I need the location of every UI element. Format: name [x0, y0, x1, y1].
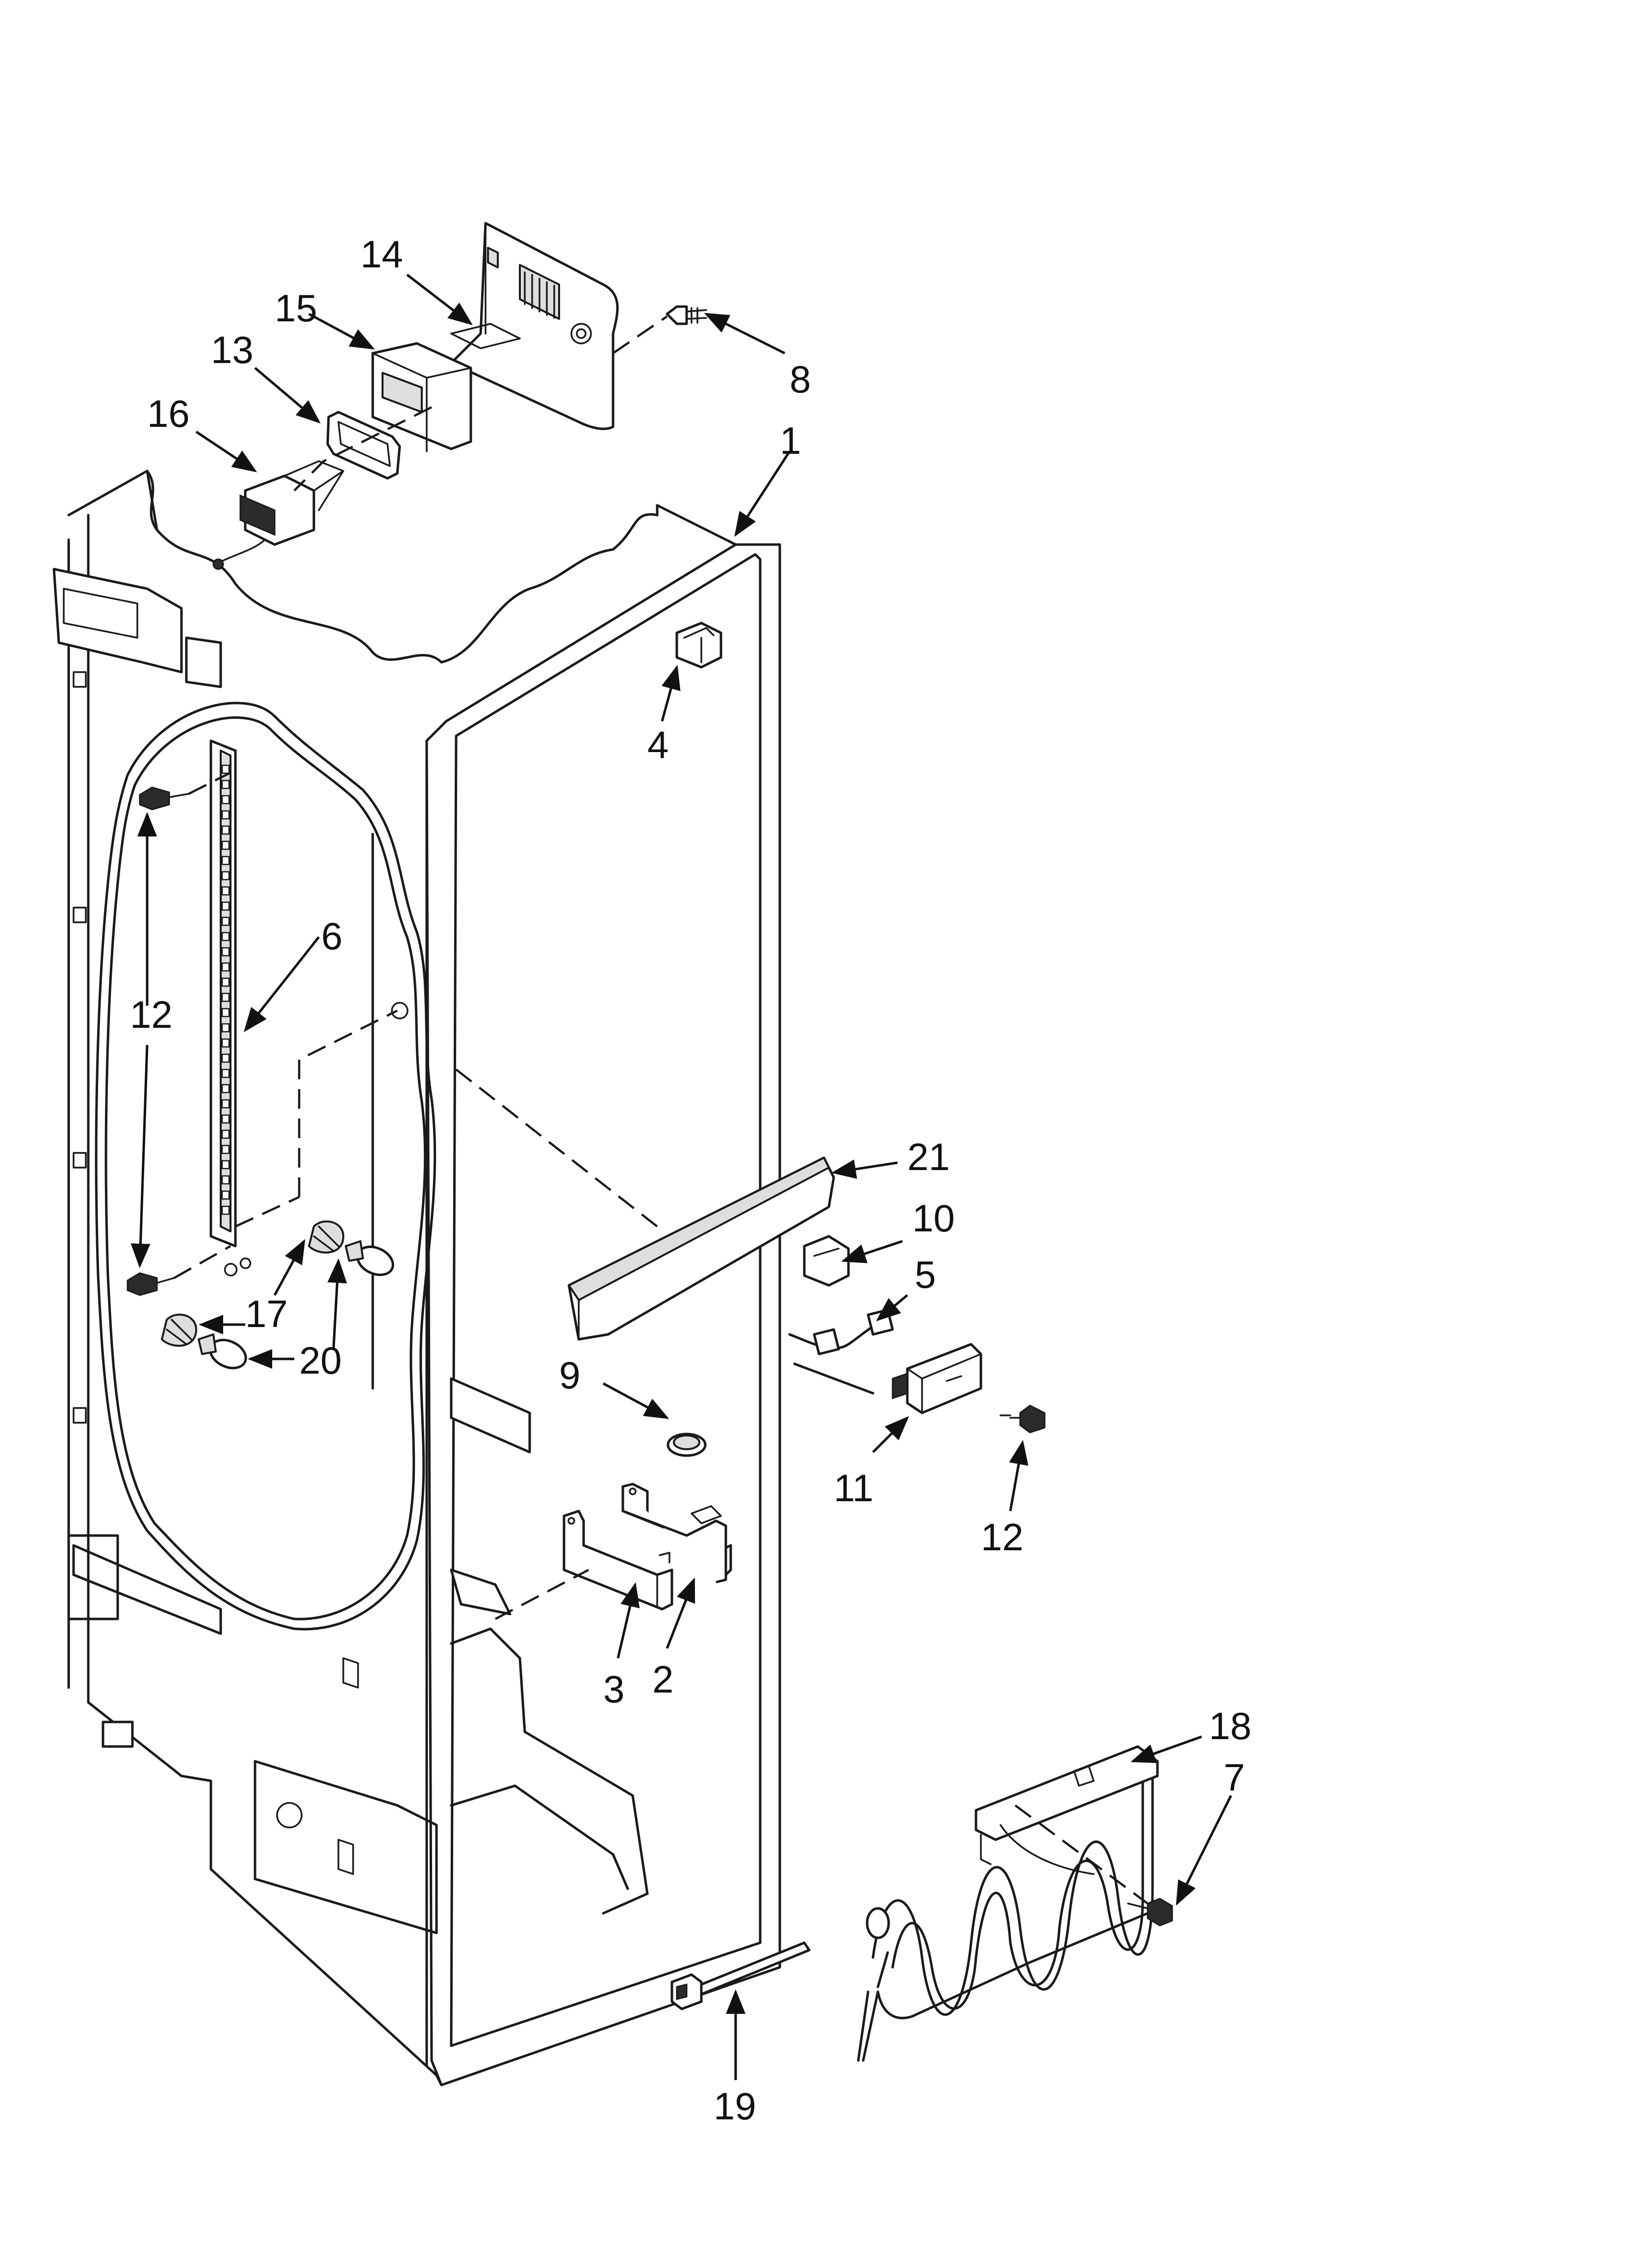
light-bulb-upper [345, 1240, 394, 1277]
callout-19: 19 [714, 2085, 756, 2128]
cutaway-view [95, 702, 436, 1631]
rail-slot [221, 795, 230, 805]
rail-slot [221, 1069, 230, 1078]
callout-5: 5 [915, 1253, 936, 1296]
clip [675, 622, 722, 669]
wire-harness [788, 1308, 894, 1395]
callout-4: 4 [647, 723, 668, 766]
ramp-housing [371, 342, 472, 452]
cable-tie [670, 1941, 811, 2010]
rail-slot [221, 932, 230, 941]
temperature-sensor-housing [892, 1343, 982, 1414]
callout-16: 16 [147, 392, 190, 435]
rail-slot [221, 1008, 230, 1017]
callout-11: 11 [834, 1466, 873, 1510]
callout-8: 8 [790, 358, 811, 401]
rail-slot [221, 856, 230, 865]
light-socket-lower [161, 1313, 197, 1347]
callout-7: 7 [1224, 1756, 1245, 1799]
callout-2: 2 [652, 1658, 673, 1701]
sensor-screw [1000, 1405, 1046, 1434]
callout-12a: 12 [130, 993, 173, 1036]
rail-slot [221, 992, 230, 1002]
bracket-left [563, 1510, 673, 1611]
light-bulb-lower [198, 1333, 247, 1370]
rail-slot [221, 1114, 230, 1124]
rail-slot [221, 1160, 230, 1170]
rail-slot [221, 916, 230, 926]
rail-slot [221, 1145, 230, 1154]
callout-21: 21 [907, 1135, 950, 1178]
sensor-tab [450, 323, 521, 349]
coil-screw [1127, 1898, 1173, 1927]
shelf-ladder-rail [209, 739, 237, 1248]
rail-slot [221, 871, 230, 881]
rail-slot [221, 825, 230, 835]
heater-coil [857, 1745, 1159, 2062]
housing-screw [666, 305, 707, 325]
rail-slot [221, 1129, 230, 1139]
rail-slot [221, 1205, 230, 1215]
rail-slot [221, 1023, 230, 1033]
callout-20: 20 [299, 1339, 342, 1382]
rail-slot [221, 1175, 230, 1185]
callout-9: 9 [559, 1354, 580, 1397]
rail-slot [221, 977, 230, 987]
light-socket-upper [308, 1220, 344, 1253]
rail-slot [221, 840, 230, 850]
rail-slot [221, 1038, 230, 1048]
plug [667, 1433, 707, 1457]
rail-slot [221, 1084, 230, 1094]
control-housing-cover [450, 222, 619, 430]
rail-slot [221, 780, 230, 789]
thermostat-control [212, 460, 344, 570]
divider-trim [567, 1156, 835, 1341]
callout-12b: 12 [981, 1515, 1024, 1559]
callout-10: 10 [912, 1197, 955, 1240]
rail-slot [221, 962, 230, 972]
callout-3: 3 [603, 1668, 624, 1711]
callout-labels: 1 2 3 4 5 6 7 8 9 10 11 12 12 13 14 15 1… [130, 233, 1252, 2128]
bracket-right [621, 1483, 732, 1584]
rail-slot [221, 947, 230, 957]
mounting-bracket-small [803, 1235, 850, 1287]
callout-15: 15 [275, 287, 317, 330]
callout-14: 14 [360, 233, 403, 276]
rail-slot [221, 810, 230, 820]
rail-slot [221, 764, 230, 774]
rail-slot [221, 1099, 230, 1109]
callout-18: 18 [1209, 1704, 1252, 1747]
leader-lines [130, 274, 1232, 2080]
rail-slot [221, 1190, 230, 1200]
rail-slot [221, 1053, 230, 1063]
rail-slot [221, 901, 230, 911]
refrigerator-liner-cabinet [52, 469, 781, 2086]
callout-1: 1 [780, 419, 801, 462]
callout-6: 6 [321, 914, 342, 958]
screw-lower [127, 1272, 175, 1296]
callout-13: 13 [211, 328, 254, 371]
callout-17: 17 [245, 1292, 288, 1335]
rail-slot [221, 886, 230, 896]
screw-upper [139, 786, 190, 810]
